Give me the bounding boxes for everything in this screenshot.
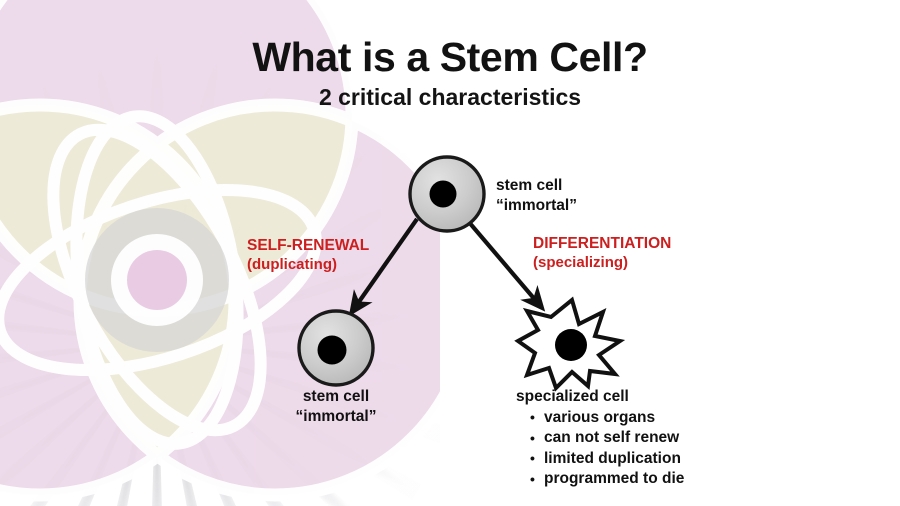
page-title: What is a Stem Cell? [252,34,648,80]
nucleus-icon [555,329,587,361]
caption-stem-cell-top-quality: “immortal” [496,197,577,214]
label-self-renewal-sub: (duplicating) [247,256,337,273]
nucleus-icon [429,180,457,208]
label-differentiation-sub: (specializing) [533,254,629,271]
page-subtitle: 2 critical characteristics [318,84,582,110]
list-item: various organs [530,407,684,429]
label-differentiation: DIFFERENTIATION (specializing) [533,234,671,272]
caption-specialized-cell: specialized cell various organs can not … [516,387,684,490]
caption-stem-cell-bottom-left: stem cell “immortal” [266,387,406,427]
list-item: limited duplication [530,448,684,470]
label-differentiation-title: DIFFERENTIATION [533,235,672,252]
specialized-cell [514,296,626,392]
specialized-cell-traits: various organs can not self renew limite… [516,407,684,490]
label-self-renewal: SELF-RENEWAL (duplicating) [247,236,369,274]
stem-cell-bottom-left [297,309,375,387]
caption-stem-cell-top-name: stem cell [496,177,563,194]
specialized-cell-name: specialized cell [516,388,629,405]
list-item: can not self renew [530,428,684,449]
stem-cell-top [408,155,486,233]
caption-stem-cell-bottom-left-quality: “immortal” [295,408,377,425]
list-item: programmed to die [530,469,684,490]
caption-stem-cell-top: stem cell “immortal” [496,176,577,216]
label-self-renewal-title: SELF-RENEWAL [247,237,370,254]
self-renewal-arrow [348,217,419,317]
nucleus-icon [317,335,347,365]
differentiation-arrow [466,219,546,312]
caption-stem-cell-bottom-left-name: stem cell [302,388,370,405]
